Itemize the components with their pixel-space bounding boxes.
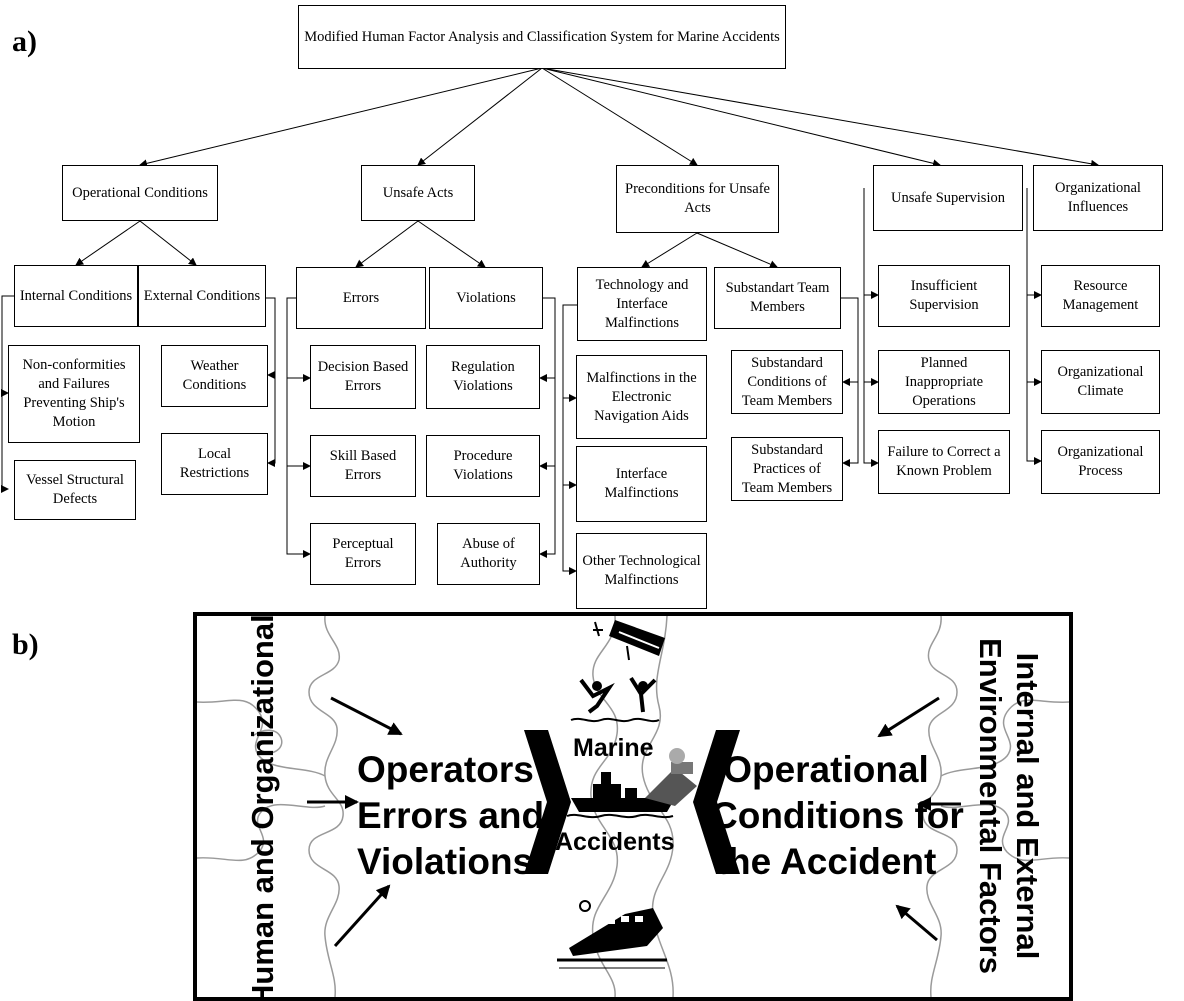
leaf-failure-to-correct: Failure to Correct a Known Problem <box>878 430 1010 494</box>
leaf-skill-based-errors: Skill Based Errors <box>310 435 416 497</box>
leaf-other-technological-malfunctions: Other Technological Malfinctions <box>576 533 707 609</box>
operational-conditions-text: Operational Conditions for the Accident <box>711 749 964 882</box>
category-unsafe-acts: Unsafe Acts <box>361 165 475 221</box>
leaf-substandard-practices: Substandard Practices of Team Members <box>731 437 843 501</box>
sub-violations: Violations <box>429 267 543 329</box>
panel-b-label: b) <box>12 628 39 661</box>
leaf-planned-inappropriate-operations: Planned Inappropriate Operations <box>878 350 1010 414</box>
category-unsafe-supervision: Unsafe Supervision <box>873 165 1023 231</box>
leaf-weather-conditions: Weather Conditions <box>161 345 268 407</box>
leaf-vessel-structural-defects: Vessel Structural Defects <box>14 460 136 520</box>
leaf-local-restrictions: Local Restrictions <box>161 433 268 495</box>
sinking-ship-people-icon <box>570 620 665 723</box>
leaf-abuse-of-authority: Abuse of Authority <box>437 523 540 585</box>
leaf-decision-based-errors: Decision Based Errors <box>310 345 416 409</box>
sub-errors: Errors <box>296 267 426 329</box>
category-operational-conditions: Operational Conditions <box>62 165 218 221</box>
hierarchy-connectors <box>1 67 1099 575</box>
leaf-organizational-process: Organizational Process <box>1041 430 1160 494</box>
leaf-perceptual-errors: Perceptual Errors <box>310 523 416 585</box>
puzzle-artwork <box>197 616 1069 997</box>
human-organizational-factors-label: Human and Organizational Factors <box>245 612 280 1001</box>
leaf-regulation-violations: Regulation Violations <box>426 345 540 409</box>
leaf-substandard-conditions: Substandard Conditions of Team Members <box>731 350 843 414</box>
leaf-interface-malfunctions: Interface Malfinctions <box>576 446 707 522</box>
internal-external-environmental-factors-label: Internal and External Environmental Fact… <box>973 638 1045 974</box>
leaf-organizational-climate: Organizational Climate <box>1041 350 1160 414</box>
leaf-procedure-violations: Procedure Violations <box>426 435 540 497</box>
sub-team-members: Substandart Team Members <box>714 267 841 329</box>
capsized-ship-icon <box>557 900 667 969</box>
leaf-navigation-aids-malfunctions: Malfinctions in the Electronic Navigatio… <box>576 355 707 439</box>
ship-collision-icon <box>566 748 697 819</box>
operators-errors-violations-text: Operators' Errors and Violations <box>357 749 545 882</box>
category-preconditions: Preconditions for Unsafe Acts <box>616 165 779 233</box>
accident-factors-puzzle: Human and Organizational Factors Operato… <box>193 612 1073 1001</box>
panel-a-label: a) <box>12 25 37 58</box>
root-box: Modified Human Factor Analysis and Class… <box>298 5 786 69</box>
marine-label: Marine <box>573 734 654 762</box>
accidents-label: Accidents <box>555 828 675 856</box>
category-organizational-influences: Organizational Influences <box>1033 165 1163 231</box>
sub-external-conditions: External Conditions <box>138 265 266 327</box>
left-chevron-icon <box>693 730 740 874</box>
sub-technology-interface: Technology and Interface Malfinctions <box>577 267 707 341</box>
leaf-non-conformities: Non-conformities and Failures Preventing… <box>8 345 140 443</box>
leaf-resource-management: Resource Management <box>1041 265 1160 327</box>
leaf-insufficient-supervision: Insufficient Supervision <box>878 265 1010 327</box>
right-chevron-icon <box>524 730 571 874</box>
sub-internal-conditions: Internal Conditions <box>14 265 138 327</box>
